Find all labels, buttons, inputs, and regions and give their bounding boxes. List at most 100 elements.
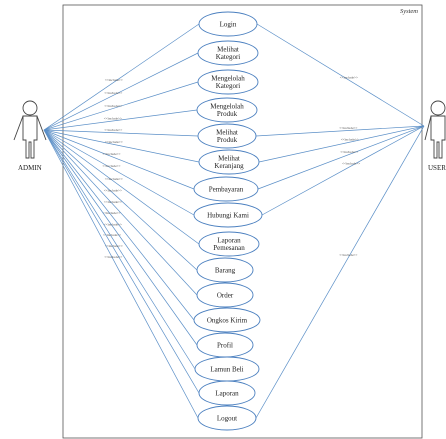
relation-label: <<include>> xyxy=(104,117,122,121)
use-case-barang: Barang xyxy=(196,257,254,283)
use-case-label: Produk xyxy=(217,136,238,144)
use-case-label: Hubungi Kami xyxy=(207,212,249,220)
edge-admin-kelola-produk xyxy=(43,109,198,131)
relation-label: <<include>> xyxy=(342,162,360,166)
edge-admin-ongkos-kirim xyxy=(43,129,195,321)
use-case-label: Profil xyxy=(217,342,233,350)
edge-admin-login xyxy=(43,23,200,131)
use-case-ellipse xyxy=(197,405,257,431)
relation-label: <<include>> xyxy=(340,76,358,80)
relation-label: <<include>> xyxy=(104,222,122,226)
relation-label: <<include>> xyxy=(104,200,122,204)
edge-admin-laporan xyxy=(43,129,200,394)
relation-label: <<include>> xyxy=(104,128,122,132)
relation-label: <<include>> xyxy=(102,152,120,156)
use-case-label: Lamun Beli xyxy=(210,366,243,374)
use-case-pembayaran: Pembayaran xyxy=(193,176,259,202)
use-case-ellipse xyxy=(196,257,254,283)
system-label: System xyxy=(400,8,418,15)
use-case-ongkos-kirim: Ongkos Kirim xyxy=(193,307,261,333)
system-boundary xyxy=(62,4,423,439)
edge-admin-lamun-beli xyxy=(43,129,196,370)
relation-label: <<include>> xyxy=(105,140,123,144)
use-case-hubungi-kami: Hubungi Kami xyxy=(193,202,263,228)
relation-label: <<include>> xyxy=(340,150,358,154)
edge-admin-pembayaran xyxy=(43,129,195,190)
actor-user: USER xyxy=(424,100,446,172)
use-case-label: Pemesanan xyxy=(213,244,245,252)
relation-label: <<include>> xyxy=(341,138,359,142)
relation-label: <<include>> xyxy=(104,104,122,108)
edge-admin-laporan-pemesanan xyxy=(43,129,200,245)
edge-user-pembayaran xyxy=(257,125,425,190)
edge-admin-order xyxy=(43,129,198,296)
use-case-label: Pembayaran xyxy=(209,186,244,194)
relation-label: <<include>> xyxy=(105,244,123,248)
use-case-label: Mengelolah xyxy=(210,103,244,111)
use-case-ellipse xyxy=(197,69,259,95)
edge-admin-profil xyxy=(43,129,198,346)
relation-label: <<include>> xyxy=(104,255,122,259)
relation-label: <<include>> xyxy=(104,189,122,193)
use-case-ellipse xyxy=(198,149,260,175)
use-cases: LoginMelihatKategoriMengelolahKategoriMe… xyxy=(193,11,263,431)
edge-user-hubungi-kami xyxy=(261,125,425,216)
use-case-ellipse xyxy=(197,40,259,66)
use-case-lamun-beli: Lamun Beli xyxy=(194,356,260,382)
use-case-label: Kategori xyxy=(216,82,241,90)
actor-admin: ADMIN xyxy=(13,100,47,172)
relation-label: <<include>> xyxy=(105,177,123,181)
edge-user-lihat-produk xyxy=(255,125,425,137)
edge-admin-hubungi-kami xyxy=(43,129,195,216)
actor-label-admin: ADMIN xyxy=(18,164,42,172)
edge-admin-barang xyxy=(43,129,198,271)
use-case-laporan: Laporan xyxy=(198,380,256,406)
use-case-label: Login xyxy=(220,21,237,29)
relation-label: <<include>> xyxy=(339,253,357,257)
use-case-ellipse xyxy=(193,202,263,228)
use-case-label: Laporan xyxy=(217,237,241,245)
use-case-label: Melihat xyxy=(216,129,238,137)
use-case-ellipse xyxy=(193,307,261,333)
use-case-label: Logout xyxy=(217,415,237,423)
use-case-ellipse xyxy=(197,123,257,149)
use-case-ellipse xyxy=(198,231,260,257)
use-case-ellipse xyxy=(196,282,254,308)
relation-label: <<include>> xyxy=(102,164,120,168)
use-case-label: Ongkos Kirim xyxy=(207,317,248,325)
use-case-label: Barang xyxy=(215,267,236,275)
use-case-ellipse xyxy=(196,97,258,123)
use-case-order: Order xyxy=(196,282,254,308)
edge-user-logout xyxy=(255,125,425,419)
use-case-label: Mengelolah xyxy=(211,75,245,83)
use-case-label: Keranjang xyxy=(214,162,244,170)
use-case-logout: Logout xyxy=(197,405,257,431)
use-case-label: Melihat xyxy=(217,46,239,54)
edge-admin-lihat-keranjang xyxy=(43,129,200,163)
actor-label-user: USER xyxy=(428,164,446,172)
association-lines: <<include>> <<include>> <<include>> <<inclu… xyxy=(43,23,425,419)
edge-admin-lihat-produk xyxy=(43,129,199,137)
use-case-profil: Profil xyxy=(196,332,254,358)
use-case-label: Produk xyxy=(217,110,238,118)
edge-admin-kelola-kategori xyxy=(43,81,199,131)
edge-admin-lihat-kategori xyxy=(43,52,199,131)
use-case-ellipse xyxy=(198,11,258,37)
relation-label: <<include>> xyxy=(104,91,122,95)
use-case-ellipse xyxy=(193,176,259,202)
use-case-label: Laporan xyxy=(215,390,239,398)
relation-label: <<include>> xyxy=(339,126,357,130)
use-case-label: Order xyxy=(217,292,234,300)
relation-label: <<include>> xyxy=(103,233,121,237)
use-case-login: Login xyxy=(198,11,258,37)
edge-admin-logout xyxy=(43,129,199,419)
use-case-label: Melihat xyxy=(218,155,240,163)
relation-label: <<include>> xyxy=(105,78,123,82)
